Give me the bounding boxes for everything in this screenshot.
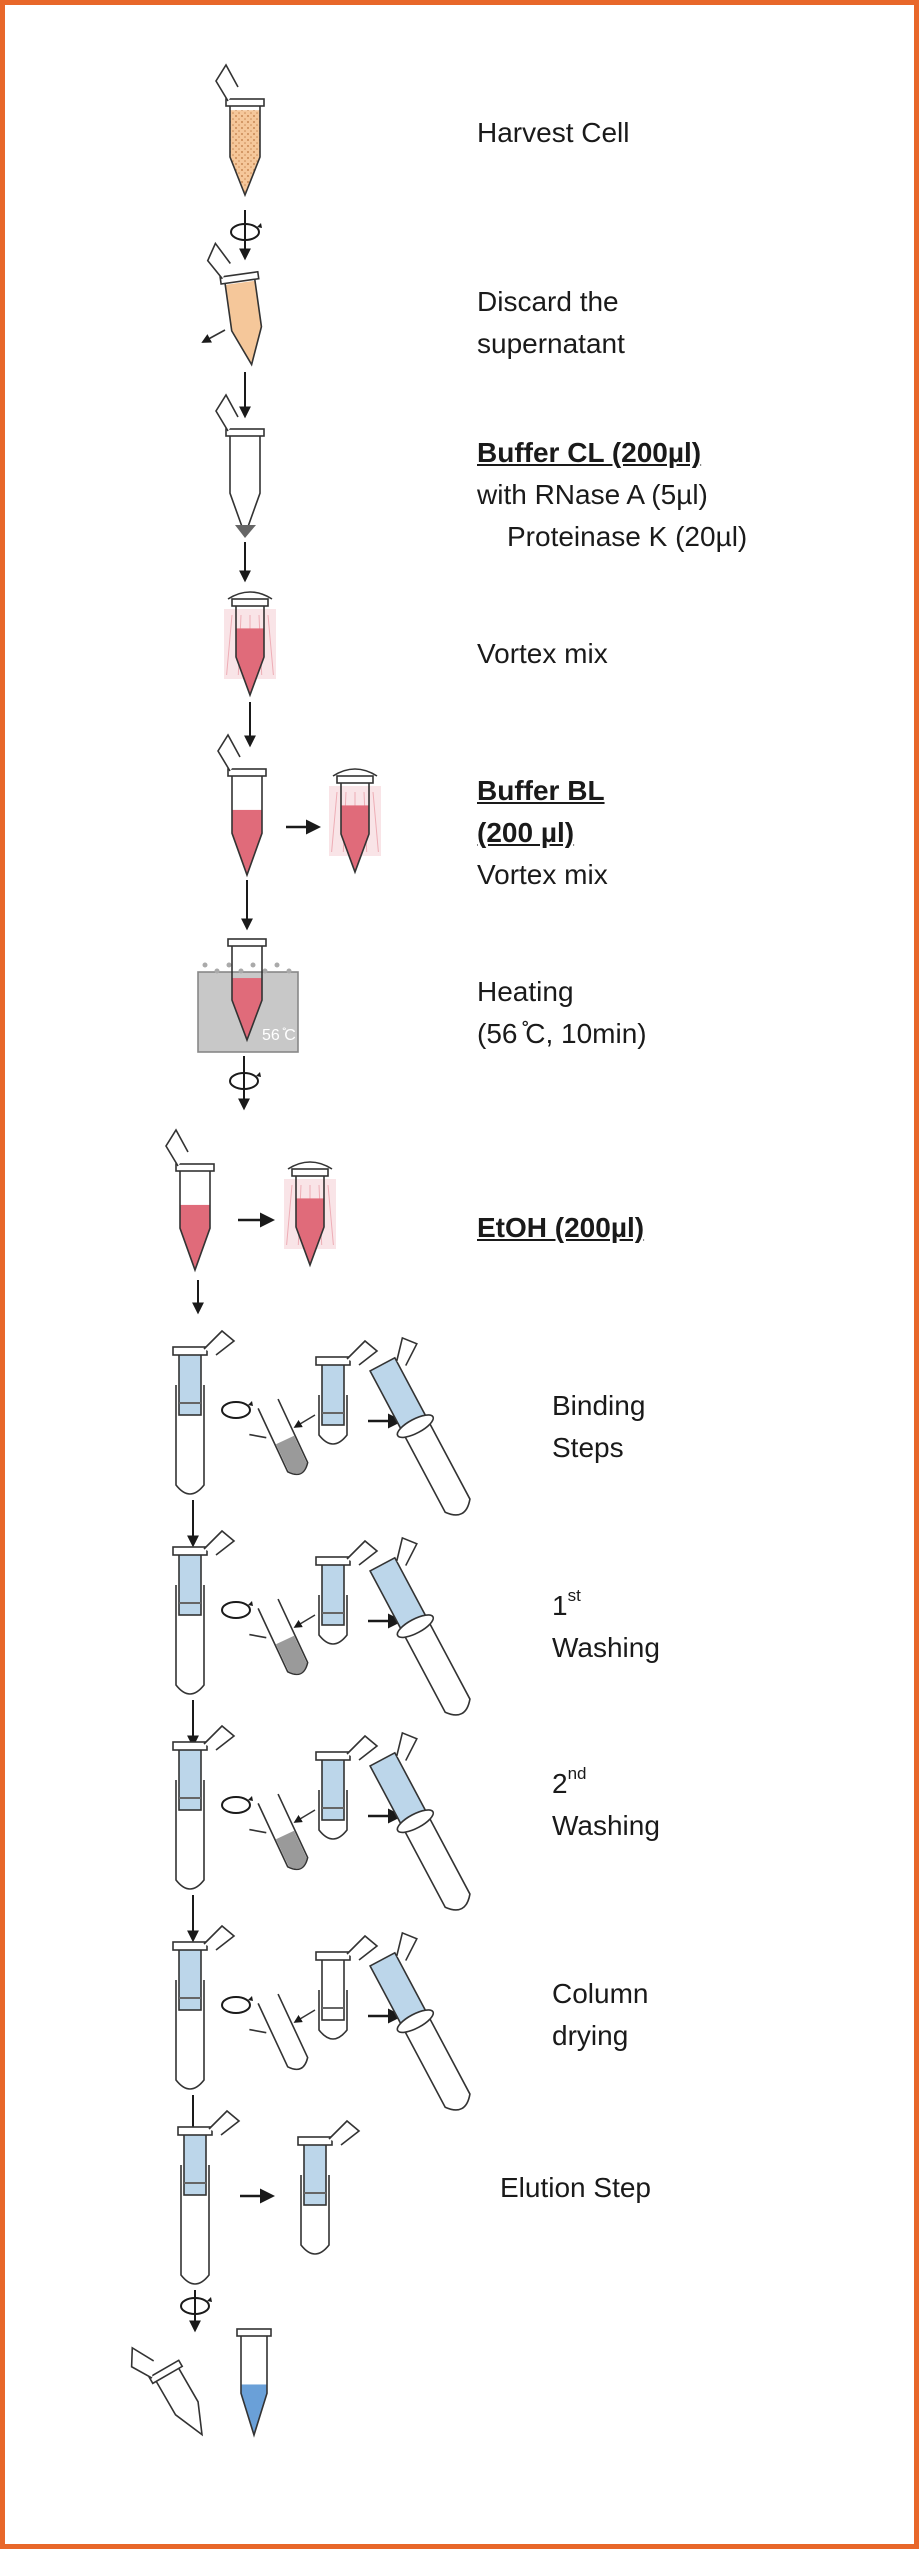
transfer-column-icon bbox=[368, 1336, 471, 1516]
transfer-column-icon bbox=[368, 1931, 471, 2111]
step-wash-2: 2nd Washing bbox=[552, 1764, 660, 1841]
tube-icon bbox=[215, 63, 265, 198]
centrifuge-icon bbox=[180, 2297, 212, 2315]
step-wash-1: 1st Washing bbox=[552, 1586, 660, 1663]
spin-column-icon bbox=[172, 1329, 236, 1495]
collection-tube-icon bbox=[249, 1793, 309, 1871]
step-vortex: Vortex mix bbox=[477, 638, 608, 669]
pour-arrow-icon bbox=[293, 1809, 316, 1823]
tube-icon bbox=[215, 393, 265, 538]
centrifuge-icon bbox=[221, 1601, 253, 1619]
spin-column-icon bbox=[172, 1529, 236, 1695]
transfer-column-icon bbox=[368, 1536, 471, 1716]
centrifuge-icon bbox=[221, 1401, 253, 1419]
spin-column-icon bbox=[297, 2119, 361, 2255]
centrifuge-icon bbox=[221, 1996, 253, 2014]
pellet-icon bbox=[235, 525, 256, 538]
spin-column-icon bbox=[315, 1934, 379, 2040]
buffer-cl-title: Buffer CL (200µl) bbox=[477, 437, 702, 468]
tube-icon bbox=[130, 2346, 204, 2437]
collection-tube-icon bbox=[249, 1598, 309, 1676]
tube-icon bbox=[206, 241, 267, 367]
tube-icon bbox=[165, 1128, 215, 1273]
spin-column-icon bbox=[315, 1734, 379, 1840]
step-buffer-cl: Buffer CL (200µl) with RNase A (5µl) Pro… bbox=[477, 432, 747, 558]
spin-column-icon bbox=[315, 1539, 379, 1645]
step-elution: Elution Step bbox=[500, 2172, 651, 2203]
pour-arrow-icon bbox=[293, 2009, 316, 2023]
collection-tube-icon bbox=[249, 1993, 309, 2071]
spin-column-icon bbox=[172, 1724, 236, 1890]
spin-column-icon bbox=[172, 1924, 236, 2090]
pour-arrow-icon bbox=[293, 1414, 316, 1428]
tube-icon bbox=[217, 733, 267, 878]
step-harvest: Harvest Cell bbox=[477, 117, 630, 148]
spin-column-icon bbox=[315, 1339, 379, 1445]
step-discard: Discard the supernatant bbox=[477, 286, 625, 359]
step-etoh: EtOH (200µl) bbox=[477, 1212, 645, 1243]
step-heating: Heating (56 ̊C, 10min) bbox=[477, 976, 647, 1049]
spin-column-icon bbox=[177, 2109, 241, 2285]
collection-tube-icon bbox=[249, 1398, 309, 1476]
pour-arrow-icon bbox=[293, 1614, 316, 1628]
step-drying: Column drying bbox=[552, 1978, 649, 2051]
pour-arrow-icon bbox=[201, 329, 226, 343]
step-buffer-bl: Buffer BL (200 µl) Vortex mix bbox=[477, 775, 608, 890]
bath-temperature-label: 56 ̊C bbox=[262, 1027, 296, 1044]
tube-icon bbox=[236, 2328, 272, 2438]
step-binding: Binding Steps bbox=[552, 1390, 646, 1463]
centrifuge-icon bbox=[230, 223, 262, 241]
transfer-column-icon bbox=[368, 1731, 471, 1911]
centrifuge-icon bbox=[229, 1072, 261, 1090]
centrifuge-icon bbox=[221, 1796, 253, 1814]
